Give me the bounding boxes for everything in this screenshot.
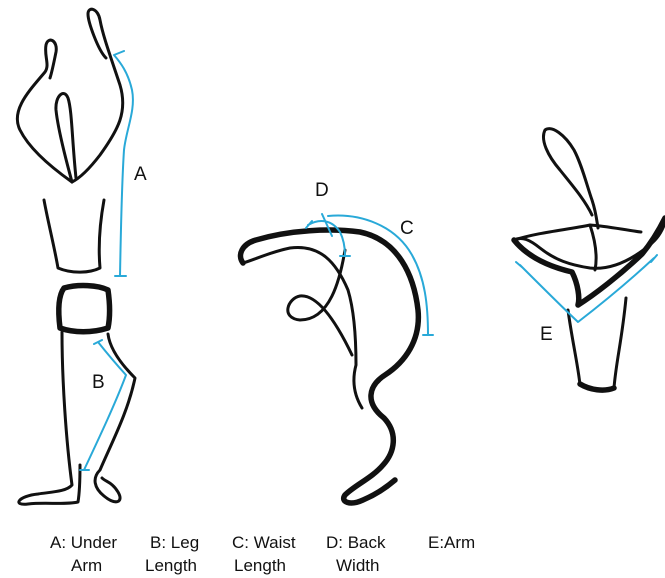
measure-a-line [114,51,133,276]
caption-row: A: Under Arm B: Leg Length C: Waist Leng… [50,533,475,575]
raised-arm-loop-left [17,40,72,182]
crossing-arm-thick [514,218,665,305]
raised-arm-loop-right [72,9,123,182]
arm-loop [288,250,352,355]
figure-standing [17,9,135,504]
label-a: A [134,164,147,185]
caption-a-line2: Arm [71,556,102,575]
leg-back [95,334,135,502]
back-arc [241,230,419,503]
caption-b-line1: B: Leg [150,533,199,552]
label-d: D [315,180,329,201]
label-b: B [92,372,105,393]
torso-block [568,298,626,390]
figure-arms-out [514,129,665,390]
caption-d-line2: Width [336,556,379,575]
hips-block [59,286,110,332]
front-arc [243,247,362,408]
figure-bent [241,214,433,503]
label-e: E [540,324,553,345]
caption-c-line2: Length [234,556,286,575]
leg-front [19,332,80,504]
torso [44,200,104,272]
caption-d-line1: D: Back [326,533,386,552]
hip-bottom [580,384,614,390]
caption-a-line1: A: Under [50,533,117,552]
inner-arm-loop [56,94,76,182]
caption-c-line1: C: Waist [232,533,296,552]
measure-e-line [516,255,657,322]
caption-b-line2: Length [145,556,197,575]
caption-e-line1: E:Arm [428,533,475,552]
raised-arm-loop [543,129,598,228]
label-c: C [400,218,414,239]
